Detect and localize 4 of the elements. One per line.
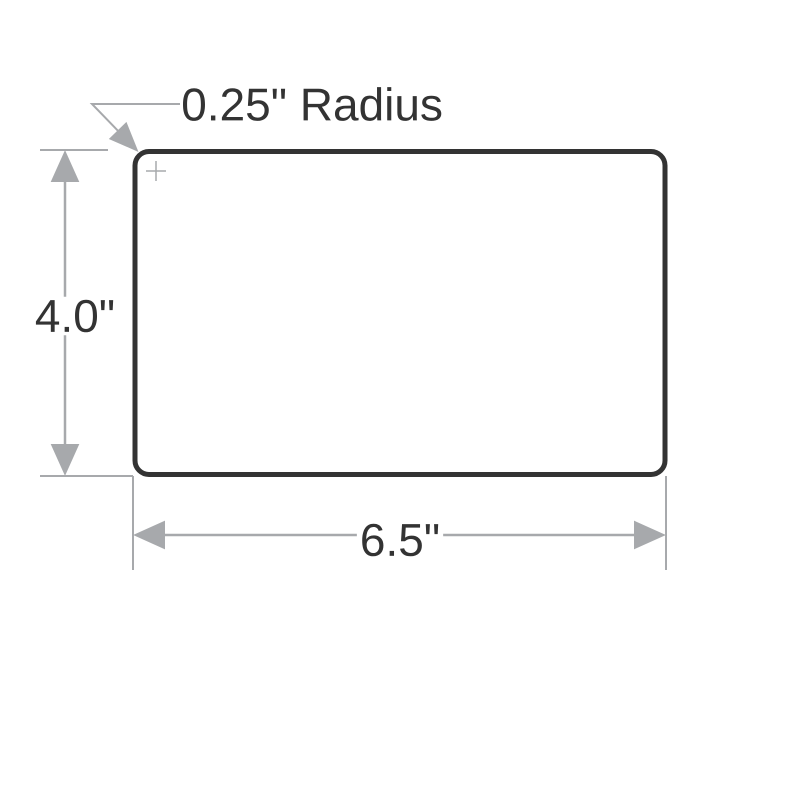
dimension-label: 6.5" [356, 520, 444, 560]
sign-outline [132, 149, 668, 477]
dimension-label: 4.0" [32, 296, 118, 336]
radius-label: 0.25" Radius [183, 87, 442, 121]
